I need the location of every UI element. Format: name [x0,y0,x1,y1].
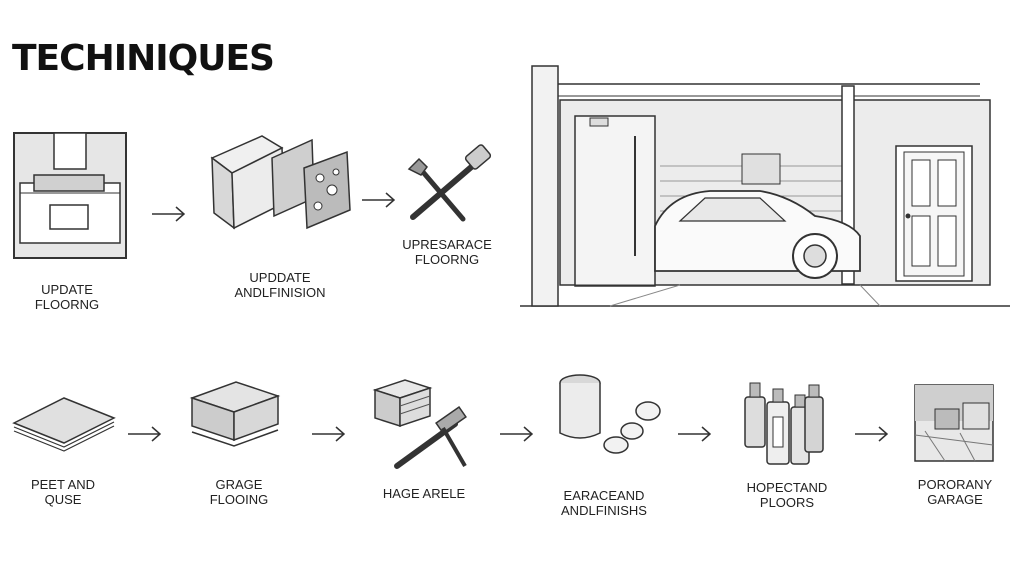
tile-hammer-icon [372,379,467,469]
step-label: HAGE ARELE [382,486,466,501]
bottles-icon [744,382,824,465]
tools-icon [407,144,492,222]
roll-icon [559,374,661,454]
arrow-icon [500,426,534,442]
page-title: TECHINIQUES [12,38,275,79]
cabinet-icon [13,132,127,259]
arrow-icon [312,426,346,442]
arrow-icon [855,426,889,442]
garage-scene [520,65,1010,311]
arrow-icon [128,426,162,442]
tile-stack-icon [12,397,116,452]
arrow-icon [678,426,712,442]
arrow-icon [152,206,186,222]
block-icon [189,381,281,447]
arrow-icon [362,192,396,208]
panels-icon [210,135,351,230]
texture-icon [914,384,994,462]
